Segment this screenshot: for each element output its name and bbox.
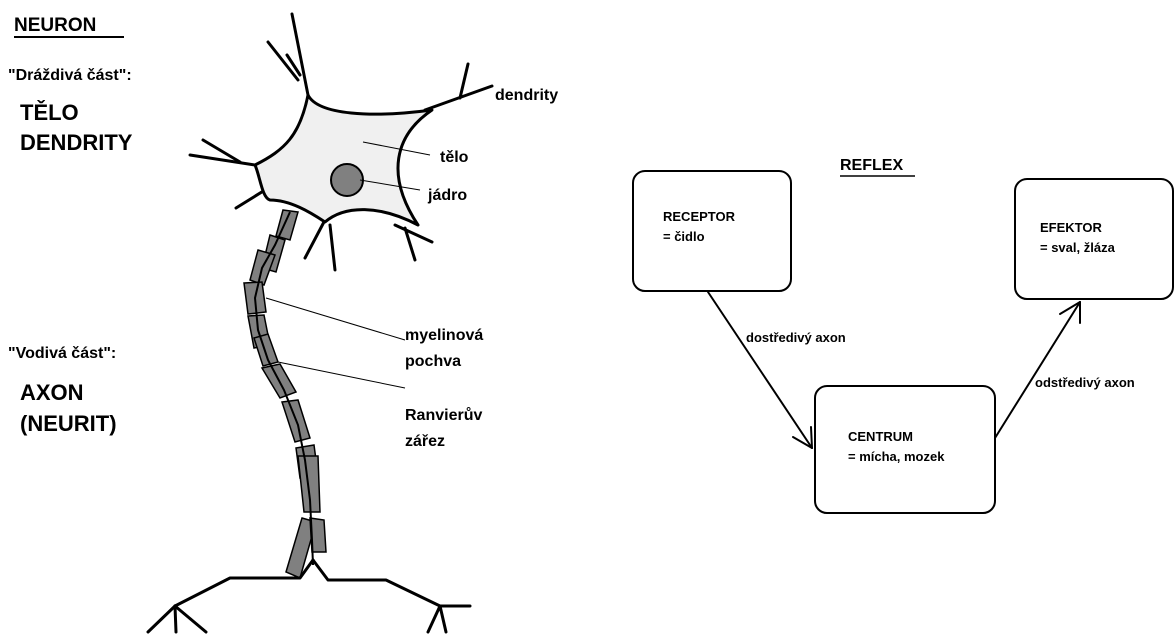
effector-description: = sval, žláza — [1040, 240, 1116, 255]
leader-myelin — [266, 298, 405, 340]
afferent-arrow — [708, 292, 812, 448]
axon-terminals — [148, 560, 470, 632]
terminal-branch — [428, 606, 440, 632]
conductive-part-axon: AXON — [20, 380, 84, 405]
dendrite-branch — [292, 14, 308, 95]
myelin-segment — [254, 334, 278, 366]
dendrite-branch — [236, 190, 265, 208]
nucleus — [331, 164, 363, 196]
leader-ranvier — [278, 362, 405, 388]
terminal-branch — [175, 606, 206, 632]
center-label: CENTRUM — [848, 429, 913, 444]
center-description: = mícha, mozek — [848, 449, 945, 464]
dendrite-branch — [268, 42, 298, 80]
effector-box — [1015, 179, 1173, 299]
dendrite-branch — [190, 155, 255, 165]
dendrites-label: dendrity — [495, 87, 558, 104]
terminal-branch — [175, 606, 176, 632]
efferent-arrow — [995, 302, 1080, 438]
ranvier-label-line1: Ranvierův — [405, 407, 482, 424]
conductive-part-label: "Vodivá část": — [8, 345, 116, 362]
terminal-branch — [148, 606, 175, 632]
dendrite-branch — [305, 220, 325, 258]
body-label: tělo — [440, 149, 469, 166]
terminal-branch — [440, 606, 446, 632]
effector-label: EFEKTOR — [1040, 220, 1102, 235]
receptor-label: RECEPTOR — [663, 209, 736, 224]
receptor-description: = čidlo — [663, 229, 705, 244]
dendrite-branch — [395, 225, 432, 242]
receptor-box — [633, 171, 791, 291]
afferent-axon-label: dostředivý axon — [746, 330, 846, 345]
myelin-label-line1: myelinová — [405, 327, 483, 344]
receptive-part-label: "Dráždivá část": — [8, 67, 132, 84]
reflex-title: REFLEX — [840, 157, 903, 174]
efferent-axon-label: odstředivý axon — [1035, 375, 1135, 390]
dendrite-branch — [330, 225, 335, 270]
terminal-branch — [313, 560, 440, 606]
cell-body — [255, 95, 432, 225]
myelin-label-line2: pochva — [405, 353, 461, 370]
neuron-title: NEURON — [14, 15, 96, 36]
ranvier-label-line2: zářez — [405, 433, 445, 450]
conductive-part-neurit: (NEURIT) — [20, 411, 117, 436]
receptive-part-body: TĚLO — [20, 100, 79, 125]
dendrite-branch — [460, 64, 468, 98]
nucleus-label: jádro — [427, 187, 467, 204]
receptive-part-dendrites: DENDRITY — [20, 130, 133, 155]
